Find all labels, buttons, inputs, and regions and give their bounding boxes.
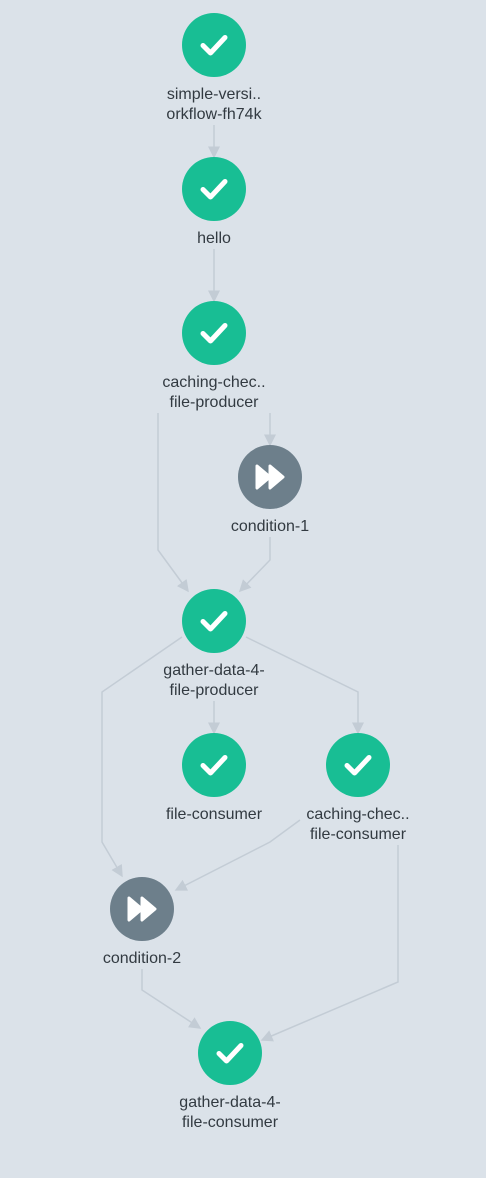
node-label: caching-chec.. file-producer [139, 373, 289, 413]
node-label: file-consumer [139, 805, 289, 825]
node-status-succeeded[interactable] [182, 301, 246, 365]
node-label: caching-chec.. file-consumer [283, 805, 433, 845]
node-label-line: simple-versi.. [166, 86, 262, 103]
node-caching-consumer[interactable]: caching-chec.. file-consumer [283, 733, 433, 845]
node-label-line: caching-chec.. [162, 374, 266, 391]
node-label-line: hello [197, 230, 231, 247]
node-status-succeeded[interactable] [182, 733, 246, 797]
checkmark-icon [197, 28, 231, 62]
node-status-succeeded[interactable] [326, 733, 390, 797]
node-label-line: file-consumer [181, 1114, 279, 1131]
node-label-line: gather-data-4- [163, 662, 265, 679]
node-gather-consumer[interactable]: gather-data-4- file-consumer [155, 1021, 305, 1133]
node-label: condition-2 [67, 949, 217, 969]
node-label-line: gather-data-4- [179, 1094, 281, 1111]
checkmark-icon [341, 748, 375, 782]
node-label-line: condition-1 [230, 518, 310, 535]
node-label-line: file-producer [169, 682, 259, 699]
node-status-skipped[interactable] [110, 877, 174, 941]
node-label-line: file-consumer [309, 826, 407, 843]
node-status-succeeded[interactable] [182, 13, 246, 77]
checkmark-icon [213, 1036, 247, 1070]
node-label: gather-data-4- file-producer [139, 661, 289, 701]
node-label: condition-1 [195, 517, 345, 537]
node-label: gather-data-4- file-consumer [155, 1093, 305, 1133]
node-status-skipped[interactable] [238, 445, 302, 509]
node-file-consumer[interactable]: file-consumer [139, 733, 289, 825]
node-condition-2[interactable]: condition-2 [67, 877, 217, 969]
node-label-line: file-producer [169, 394, 259, 411]
node-label-line: file-consumer [165, 806, 263, 823]
node-label-line: caching-chec.. [306, 806, 410, 823]
node-hello[interactable]: hello [139, 157, 289, 249]
edge-condition-1-to-gather-producer [238, 537, 271, 593]
node-status-succeeded[interactable] [198, 1021, 262, 1085]
checkmark-icon [197, 316, 231, 350]
edge-caching-consumer-to-condition-2 [174, 819, 301, 891]
node-status-succeeded[interactable] [182, 589, 246, 653]
checkmark-icon [197, 748, 231, 782]
node-status-succeeded[interactable] [182, 157, 246, 221]
edge-caching-producer-to-gather-producer [157, 413, 189, 593]
node-caching-producer[interactable]: caching-chec.. file-producer [139, 301, 289, 413]
edge-caching-consumer-to-gather-consumer [260, 845, 399, 1042]
edge-condition-2-to-gather-consumer [141, 969, 202, 1029]
node-label: hello [139, 229, 289, 249]
node-condition-1[interactable]: condition-1 [195, 445, 345, 537]
node-label-line: condition-2 [102, 950, 182, 967]
skip-forward-icon [125, 892, 159, 926]
checkmark-icon [197, 172, 231, 206]
checkmark-icon [197, 604, 231, 638]
node-label-line: orkflow-fh74k [166, 106, 262, 123]
node-root[interactable]: simple-versi.. orkflow-fh74k [139, 13, 289, 125]
edge-gather-producer-to-caching-consumer [245, 636, 364, 735]
node-gather-producer[interactable]: gather-data-4- file-producer [139, 589, 289, 701]
skip-forward-icon [253, 460, 287, 494]
edge-gather-producer-to-condition-2 [101, 636, 183, 878]
node-label: simple-versi.. orkflow-fh74k [139, 85, 289, 125]
